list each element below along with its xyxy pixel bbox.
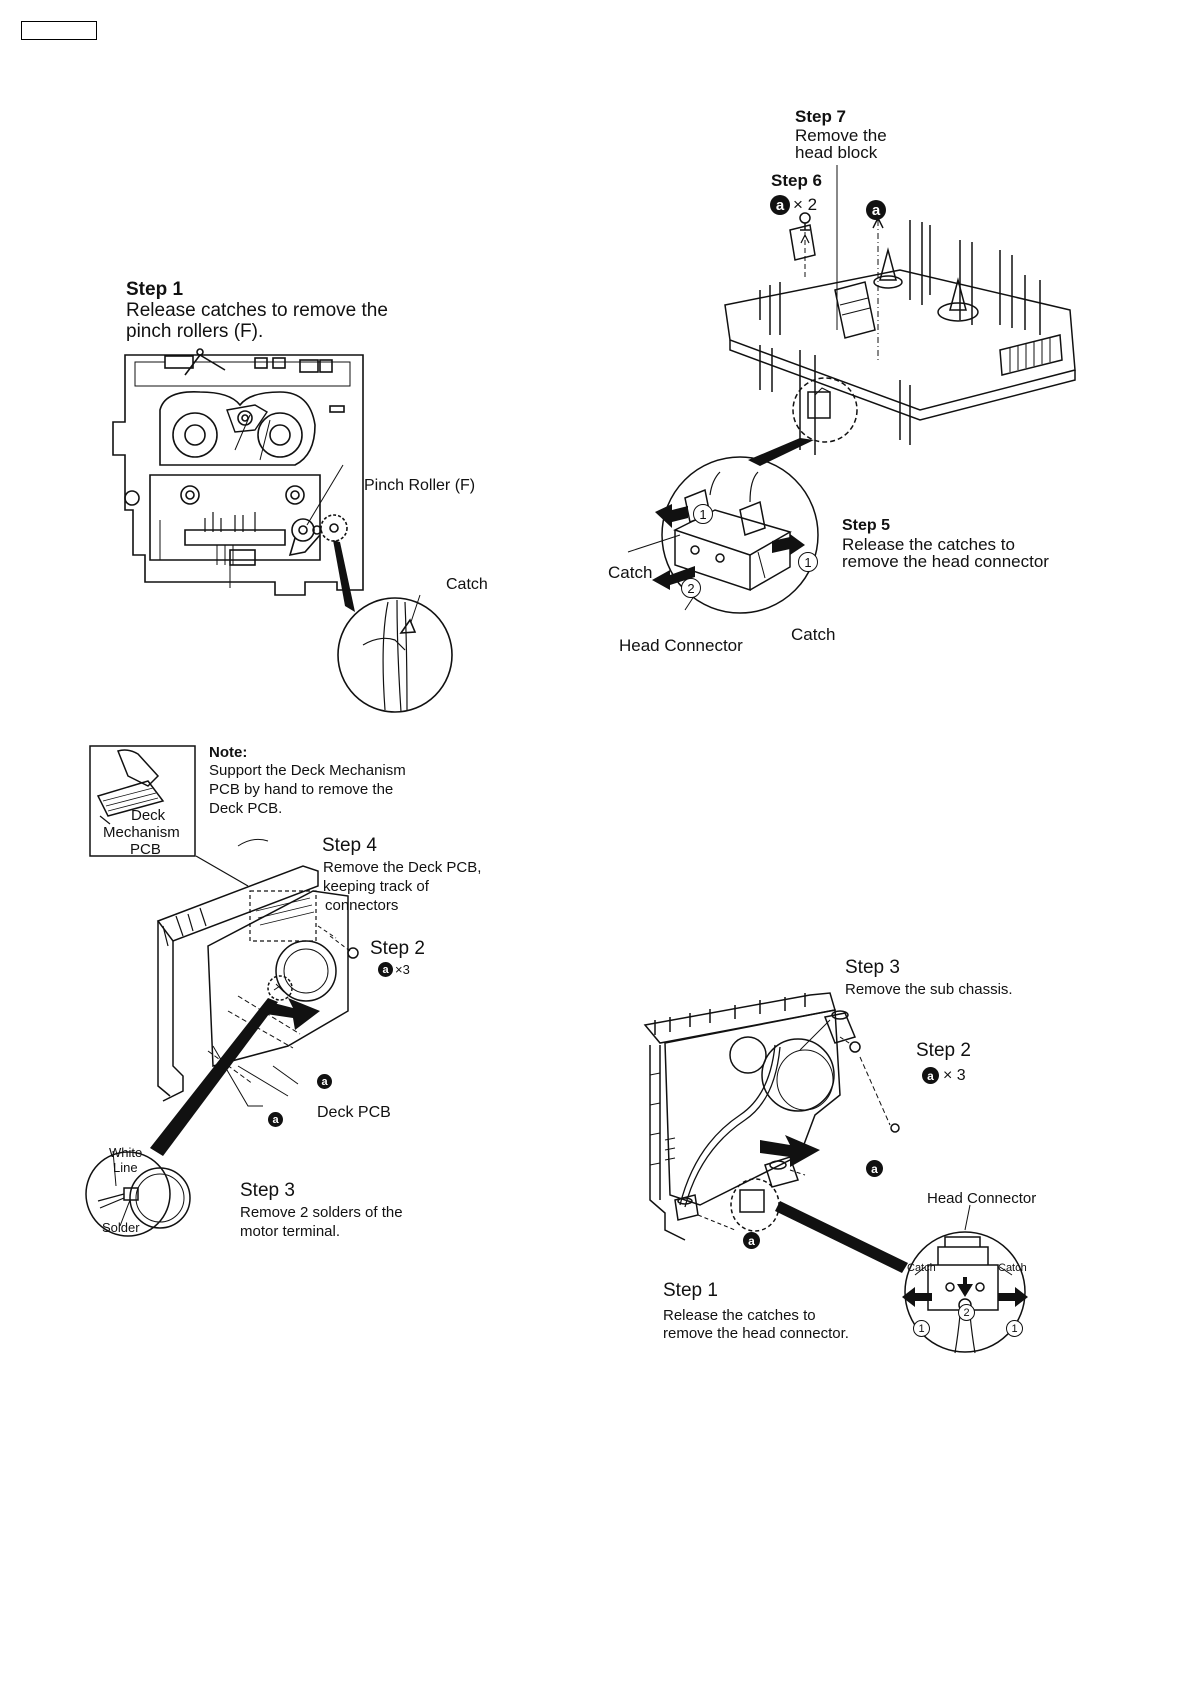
fig4-step2-title: Step 2 <box>916 1040 971 1061</box>
fig2-num2: 2 <box>681 578 701 598</box>
fig4-step3-title: Step 3 <box>845 957 900 978</box>
fig1-step1-title: Step 1 <box>126 279 184 300</box>
fig2-step7-line1: Remove the <box>795 126 887 145</box>
fig3-step4-title: Step 4 <box>322 835 377 856</box>
fig2-step5-title: Step 5 <box>842 517 891 534</box>
deck-pcb-drawing <box>85 745 359 1237</box>
fig3-step2-qty: ×3 <box>395 962 410 977</box>
solder-label: Solder <box>102 1220 140 1235</box>
fig1-step1-line1: Release catches to remove the <box>126 300 388 321</box>
fig4-num1-left: 1 <box>913 1320 930 1337</box>
fig3-step3-title: Step 3 <box>240 1180 295 1201</box>
fig3-screw-a-badge-2: a <box>317 1074 332 1089</box>
pinch-roller-label: Pinch Roller (F) <box>364 477 476 494</box>
fig3-step3-line1: Remove 2 solders of the <box>240 1204 403 1221</box>
fig4-step1-line1: Release the catches to <box>663 1307 816 1324</box>
note-line3: Deck PCB. <box>209 800 283 817</box>
note-line2: PCB by hand to remove the <box>209 781 394 798</box>
white-line-label-2: Line <box>113 1160 138 1175</box>
fig2-step5-line2: remove the head connector <box>842 552 1049 571</box>
deck-mechanism-drawing <box>112 348 453 713</box>
fig4-step1-line2: remove the head connector. <box>663 1325 849 1342</box>
head-block-drawing <box>627 165 1076 614</box>
fig2-step7-line2: head block <box>795 143 878 162</box>
page-number-box <box>21 21 97 40</box>
fig4-head-connector-label: Head Connector <box>927 1190 1037 1207</box>
fig2-step6-title: Step 6 <box>771 171 823 190</box>
inset-label-deck: Deck <box>131 807 166 824</box>
fig3-step4-line1: Remove the Deck PCB, <box>323 859 482 876</box>
fig2-head-connector-label: Head Connector <box>619 636 743 655</box>
fig3-step2-title: Step 2 <box>370 938 425 959</box>
sub-chassis-drawing <box>643 992 1028 1354</box>
fig1-catch-label: Catch <box>446 576 488 593</box>
white-line-label-1: White <box>109 1145 143 1160</box>
fig4-catch-right: Catch <box>998 1262 1027 1274</box>
fig2-num1-left: 1 <box>693 504 713 524</box>
fig4-screw-a-badge: a <box>922 1067 939 1084</box>
fig4-step3-line1: Remove the sub chassis. <box>845 981 1013 998</box>
fig1-step1-line2: pinch rollers (F). <box>126 321 264 342</box>
screw-a-badge: a <box>770 195 790 215</box>
inset-label-mechanism: Mechanism <box>103 824 180 841</box>
fig4-screw-a-badge-2: a <box>866 1160 883 1177</box>
fig4-num1-right: 1 <box>1006 1320 1023 1337</box>
fig2-step6-qty: × 2 <box>793 195 818 214</box>
fig3-step4-line3: connectors <box>325 897 399 914</box>
fig2-catch-left: Catch <box>608 563 653 582</box>
screw-a-badge-2: a <box>866 200 886 220</box>
fig3-screw-a-badge: a <box>378 962 393 977</box>
fig4-screw-a-badge-3: a <box>743 1232 760 1249</box>
fig2-step7-title: Step 7 <box>795 107 847 126</box>
fig2-catch-right: Catch <box>791 625 836 644</box>
fig3-screw-a-badge-3: a <box>268 1112 283 1127</box>
fig2-step5-line1: Release the catches to <box>842 535 1015 554</box>
fig4-catch-left: Catch <box>907 1262 936 1274</box>
deck-pcb-label: Deck PCB <box>317 1104 391 1121</box>
fig4-step2-qty: × 3 <box>943 1067 966 1084</box>
fig3-step4-line2: keeping track of <box>323 878 429 895</box>
inset-label-pcb: PCB <box>130 841 161 858</box>
fig2-num1-right: 1 <box>798 552 818 572</box>
fig4-step1-title: Step 1 <box>663 1280 718 1301</box>
note-title: Note: <box>209 744 248 761</box>
note-line1: Support the Deck Mechanism <box>209 762 406 779</box>
fig4-num2: 2 <box>958 1304 975 1321</box>
fig3-step3-line2: motor terminal. <box>240 1223 341 1240</box>
